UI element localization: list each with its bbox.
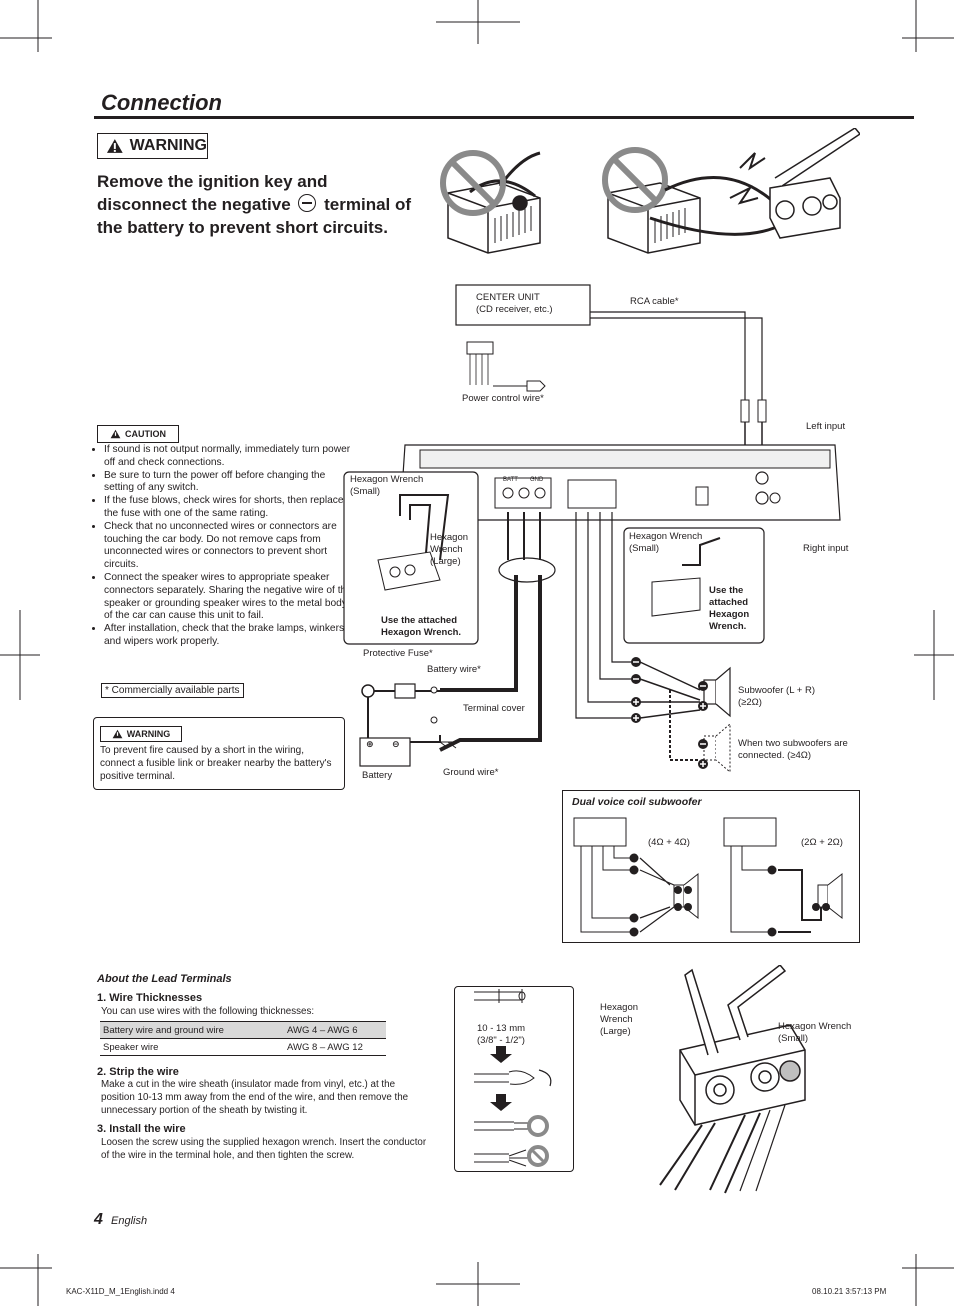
strip-length-label: 10 - 13 mm(3/8" - 1/2") <box>477 1023 526 1046</box>
wire-thickness-table: Battery wire and ground wire AWG 4 – AWG… <box>100 1021 386 1056</box>
caution-item: Be sure to turn the power off before cha… <box>104 470 354 496</box>
table-cell: Battery wire and ground wire <box>100 1021 284 1039</box>
strip-wire-text: Make a cut in the wire sheath (insulator… <box>101 1079 409 1116</box>
gnd-label: GND <box>530 477 544 483</box>
left-input-label: Left input <box>806 421 846 432</box>
strip-illustration-box <box>454 986 574 1172</box>
fuse-warning-tag: WARNING <box>100 726 182 742</box>
center-unit-box <box>455 284 591 326</box>
right-input-jack <box>755 491 769 505</box>
table-cell: Speaker wire <box>100 1038 284 1056</box>
warning-tag: WARNING <box>97 133 208 159</box>
hex-small-right-label: Hexagon Wrench(Small) <box>629 531 703 554</box>
battery-icon <box>359 737 411 767</box>
caution-item: If the fuse blows, check wires for short… <box>104 495 354 521</box>
strip-wire-heading: 2. Strip the wire <box>97 1066 179 1078</box>
left-input-jack <box>755 471 769 485</box>
subwoofer-lr-label: Subwoofer (L + R)(≥2Ω) <box>738 685 816 708</box>
footer-file: KAC-X11D_M_1English.indd 4 <box>66 1287 175 1296</box>
power-control-label: Power control wire* <box>462 393 544 404</box>
warning-line-1: Remove the ignition key and <box>97 172 328 191</box>
caution-tag-label: CAUTION <box>125 429 166 439</box>
page-number: 4 <box>94 1211 103 1228</box>
caution-triangle-icon <box>110 429 121 439</box>
footer-date: 08.10.21 3:57:13 PM <box>812 1287 887 1296</box>
svg-text:⊖: ⊖ <box>392 739 400 749</box>
strip-illustration <box>474 989 552 1167</box>
fuse-warning-text: To prevent fire caused by a short in the… <box>100 745 332 782</box>
wire-thickness-text: You can use wires with the following thi… <box>101 1006 315 1017</box>
protective-fuse <box>394 683 416 699</box>
svg-text:⊕: ⊕ <box>366 739 374 749</box>
caution-item: If sound is not output normally, immedia… <box>104 444 354 470</box>
battery-wire-label: Battery wire* <box>427 664 481 675</box>
title-rule <box>94 116 914 119</box>
ok-icon <box>527 1115 549 1137</box>
right-input-label: Right input <box>803 543 849 554</box>
table-row: Battery wire and ground wire AWG 4 – AWG… <box>100 1021 386 1039</box>
center-unit-label: CENTER UNIT(CD receiver, etc.) <box>476 292 553 315</box>
caution-list: If sound is not output normally, immedia… <box>86 444 354 649</box>
batt-label: BATT <box>503 477 518 483</box>
table-row: Speaker wire AWG 8 – AWG 12 <box>100 1038 386 1056</box>
warning-triangle-icon <box>112 729 123 739</box>
wiring-diagram: BATT GND ⊕ ⊖ <box>343 284 841 774</box>
wire-thickness-heading: 1. Wire Thicknesses <box>97 992 203 1004</box>
warning-line-2: disconnect the negative terminal of <box>97 194 412 214</box>
hex-small-label: Hexagon Wrench(Small) <box>350 474 424 497</box>
warning-line-3: the battery to prevent short circuits. <box>97 218 388 237</box>
page-title: Connection <box>101 90 222 115</box>
dual-voice-coil-title: Dual voice coil subwoofer <box>572 796 702 808</box>
power-control-arrow-icon <box>526 380 546 392</box>
ground-wire-label: Ground wire* <box>443 767 499 778</box>
caution-tag: CAUTION <box>97 425 179 443</box>
negative-terminal-icon <box>298 194 317 212</box>
dual-voice-right-rating: (2Ω + 2Ω) <box>801 837 843 848</box>
caution-item: After installation, check that the brake… <box>104 623 354 649</box>
fuse-warning-box <box>93 717 345 790</box>
dual-voice-coil-box <box>562 790 860 943</box>
terminal-cover-label: Terminal cover <box>463 703 525 714</box>
battery-warning-text: Remove the ignition key and disconnect t… <box>97 170 437 239</box>
lead-terminals-title: About the Lead Terminals <box>97 973 232 985</box>
install-wire-text: Loosen the screw using the supplied hexa… <box>101 1137 427 1161</box>
warning-tag-label: WARNING <box>129 137 207 154</box>
page-language: English <box>111 1215 148 1227</box>
terminal-block-illustration <box>659 965 806 1194</box>
install-wire-heading: 3. Install the wire <box>97 1123 186 1135</box>
warning-triangle-icon <box>106 139 123 153</box>
table-cell: AWG 8 – AWG 12 <box>284 1038 386 1056</box>
table-cell: AWG 4 – AWG 6 <box>284 1021 386 1039</box>
battery-prohibited-illustrations <box>440 128 860 254</box>
hex-small-label-bottom: Hexagon Wrench(Small) <box>778 1021 852 1044</box>
caution-item: Connect the speaker wires to appropriate… <box>104 572 354 623</box>
dual-voice-left-rating: (4Ω + 4Ω) <box>648 837 690 848</box>
protective-fuse-label: Protective Fuse* <box>363 648 433 659</box>
dual-voice-coil-diagram <box>573 817 843 937</box>
rca-cable-label: RCA cable* <box>630 296 679 307</box>
caution-item: Check that no unconnected wires or conne… <box>104 521 354 572</box>
commercial-parts-note: * Commercially available parts <box>101 683 244 698</box>
prohibited-icon <box>527 1145 549 1167</box>
battery-label: Battery <box>362 770 393 781</box>
